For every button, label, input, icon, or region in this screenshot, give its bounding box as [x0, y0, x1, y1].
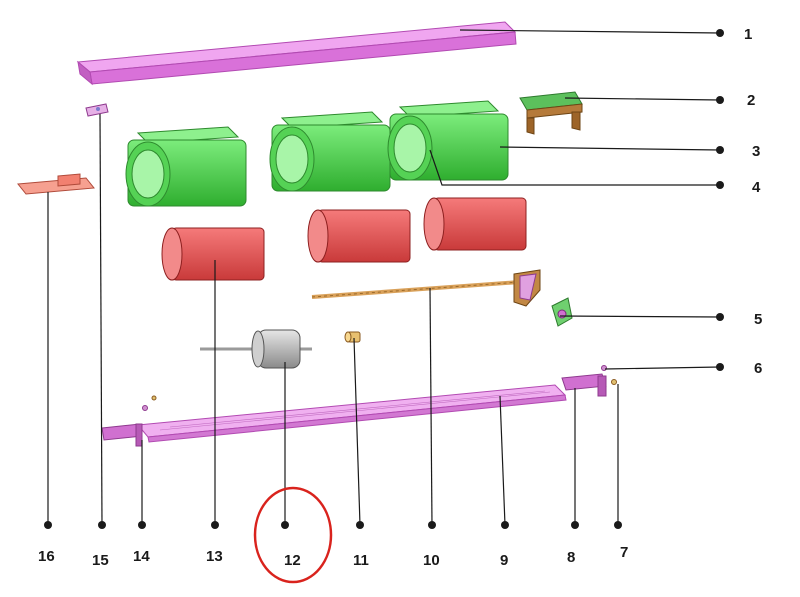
- part-10-drive-shaft: [311, 269, 541, 307]
- part-1-top-cover: [76, 21, 517, 86]
- callout-4: 4: [752, 179, 761, 196]
- part-6-screw: [601, 365, 607, 371]
- leader-lines: [47, 29, 721, 526]
- callout-12: 12: [284, 552, 301, 569]
- part-16-side-bracket: [17, 173, 95, 195]
- part-15-clip: [85, 103, 109, 117]
- part-7-washer: [611, 379, 617, 385]
- callout-15: 15: [92, 552, 109, 569]
- part-11-coupling: [344, 331, 361, 343]
- part-12-motor: [200, 329, 312, 369]
- callout-11: 11: [353, 552, 369, 569]
- callout-14: 14: [133, 548, 150, 565]
- leader-dots: [44, 29, 724, 529]
- callout-13: 13: [206, 548, 223, 565]
- callout-3: 3: [752, 143, 761, 160]
- part-13-fan-wheel-left: [161, 227, 265, 281]
- part-8-right-end-bracket: [561, 373, 607, 397]
- callout-6: 6: [754, 360, 763, 377]
- callout-2: 2: [747, 92, 756, 109]
- part-13-fan-wheel-middle: [307, 209, 411, 263]
- part-3-blower-housing-middle: [269, 111, 391, 192]
- part-14-left-end-bracket: [101, 423, 143, 447]
- callout-1: 1: [744, 26, 753, 43]
- part-14-washer: [151, 395, 157, 401]
- callout-10: 10: [423, 552, 440, 569]
- part-3-blower-housing-left: [125, 126, 247, 207]
- part-2-control-board: [519, 91, 583, 135]
- highlight-ring: [253, 486, 333, 584]
- part-14-screw: [142, 405, 148, 411]
- part-3-blower-housing-right: [387, 100, 509, 181]
- part-13-fan-wheel-right: [423, 197, 527, 251]
- callout-9: 9: [500, 552, 509, 569]
- callout-5: 5: [754, 311, 763, 328]
- callout-16: 16: [38, 548, 55, 565]
- part-5-bearing-mount: [551, 297, 573, 327]
- callout-8: 8: [567, 549, 576, 566]
- callout-7: 7: [620, 544, 629, 561]
